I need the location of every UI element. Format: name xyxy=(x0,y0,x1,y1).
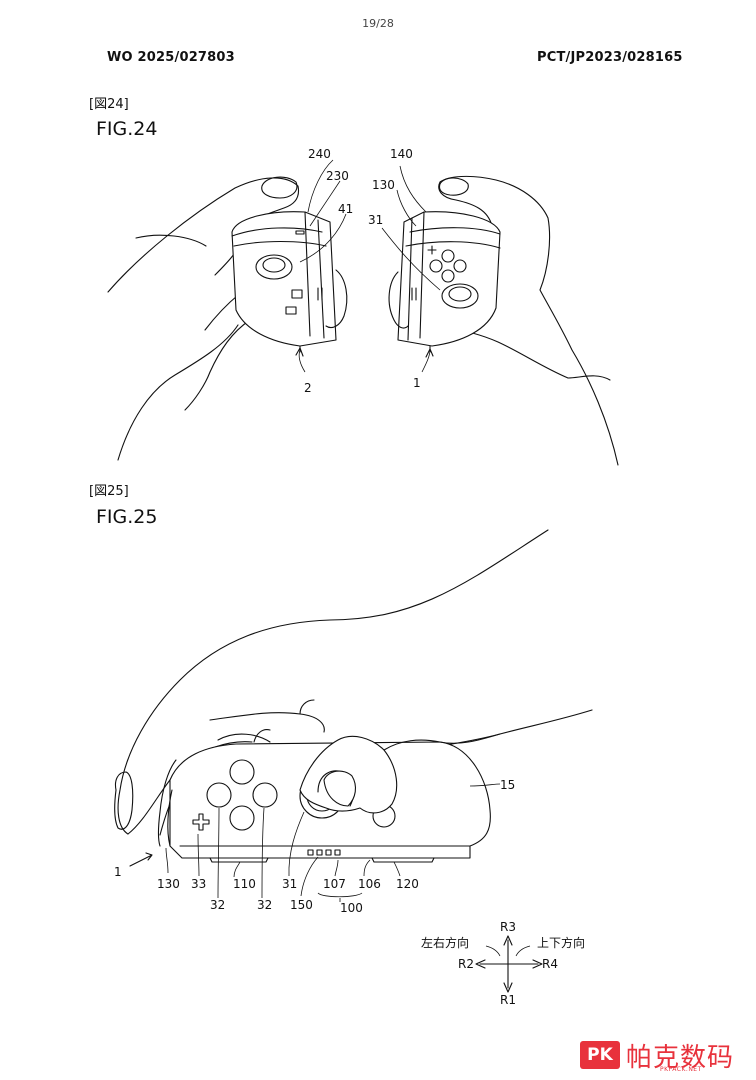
right-stick xyxy=(441,283,479,309)
right-button-a xyxy=(453,259,467,273)
direction-r4: R4 xyxy=(542,957,558,971)
left-controller-body xyxy=(231,211,337,347)
fig25-forearm xyxy=(117,529,549,835)
direction-up-down: 上下方向 xyxy=(537,935,585,950)
fig25-led-2 xyxy=(316,849,323,856)
left-wrist xyxy=(117,324,239,461)
direction-left-right: 左右方向 xyxy=(421,935,469,950)
direction-compass: R3 R1 R2 R4 左右方向 上下方向 xyxy=(421,920,585,1007)
right-button-y xyxy=(429,259,443,273)
fig24-label-1: 1 xyxy=(413,376,421,390)
fig24-label-230: 230 xyxy=(326,169,349,183)
fig25-button-left xyxy=(206,782,232,808)
watermark-text: 帕克数码 xyxy=(626,1043,735,1073)
fig24-label-140: 140 xyxy=(390,147,413,161)
fig25-label-31: 31 xyxy=(282,877,297,891)
fig25-label-150: 150 xyxy=(290,898,313,912)
fig25-label-100: 100 xyxy=(340,901,363,915)
fig25-led-1 xyxy=(307,849,314,856)
left-stick xyxy=(255,254,293,280)
fig25-label-32b: 32 xyxy=(257,898,272,912)
direction-r3: R3 xyxy=(500,920,516,934)
left-minus-button xyxy=(295,230,305,235)
fig25-label-32a: 32 xyxy=(210,898,225,912)
fig24-label-240: 240 xyxy=(308,147,331,161)
fig24-label-130: 130 xyxy=(372,178,395,192)
fig25-label-33: 33 xyxy=(191,877,206,891)
fig25-label-110: 110 xyxy=(233,877,256,891)
fig25-arrow-1 xyxy=(129,852,153,867)
fig25-drawing: 15 1 130 33 110 32 32 31 150 107 106 100… xyxy=(114,529,593,1007)
fig25-led-3 xyxy=(325,849,332,856)
fig24-drawing: 240 230 41 2 140 130 31 1 xyxy=(107,147,619,466)
fig25-button-bottom xyxy=(229,805,255,831)
page-number: 19/28 xyxy=(362,17,394,30)
right-hand-outline xyxy=(438,175,619,466)
right-button-x xyxy=(441,249,455,263)
right-fingernail xyxy=(438,177,469,196)
watermark-subtext: PKPACK.NET xyxy=(660,1066,702,1073)
fig25-label-120: 120 xyxy=(396,877,419,891)
fig24-title: FIG.24 xyxy=(96,118,158,140)
right-button-b xyxy=(441,269,455,283)
application-number: PCT/JP2023/028165 xyxy=(537,50,683,65)
watermark-badge: PK xyxy=(580,1041,620,1069)
fig25-button-top xyxy=(229,759,255,785)
fig25-led-4 xyxy=(334,849,341,856)
fig25-title: FIG.25 xyxy=(96,506,158,528)
fig24-bracket: [図24] xyxy=(89,97,129,112)
direction-r2: R2 xyxy=(458,957,474,971)
fig25-plus-button xyxy=(192,813,210,831)
fig25-label-15: 15 xyxy=(500,778,515,792)
fig25-button-right xyxy=(252,782,278,808)
watermark-logo: PK 帕克数码 PKPACK.NET xyxy=(580,1035,750,1075)
fig25-finger xyxy=(114,771,134,830)
fig24-label-2: 2 xyxy=(304,381,312,395)
fig24-label-41: 41 xyxy=(338,202,353,216)
direction-r1: R1 xyxy=(500,993,516,1007)
publication-number: WO 2025/027803 xyxy=(107,50,235,65)
fig25-label-107: 107 xyxy=(323,877,346,891)
fig25-label-106: 106 xyxy=(358,877,381,891)
fig25-bracket: [図25] xyxy=(89,484,129,499)
fig25-hand-lower xyxy=(429,709,593,749)
left-fingernail xyxy=(261,176,298,199)
fig25-label-1: 1 xyxy=(114,865,122,879)
fig25-label-130: 130 xyxy=(157,877,180,891)
fig24-label-31: 31 xyxy=(368,213,383,227)
